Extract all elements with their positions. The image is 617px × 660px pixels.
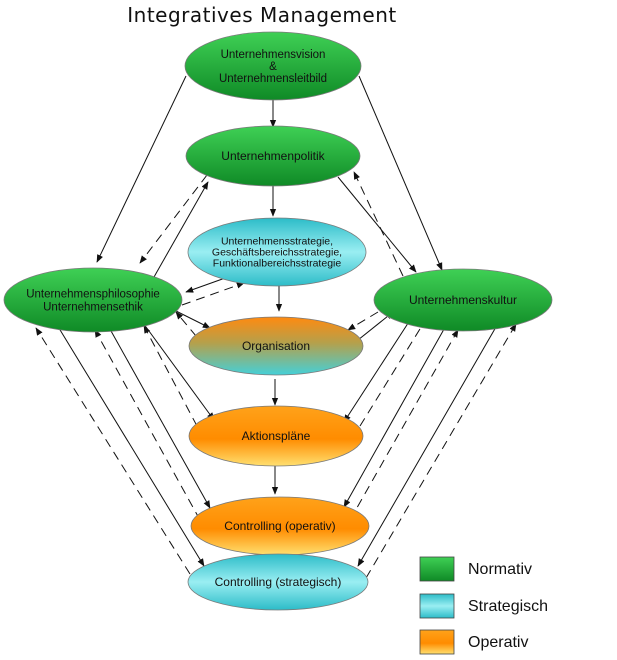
node-label: Unternehmensvision — [221, 49, 326, 61]
node-label: Geschäftsbereichsstrategie, — [212, 247, 342, 259]
arrow-politik-to-philosophie — [139, 174, 208, 264]
node-label: Organisation — [242, 339, 310, 353]
arrow-kultur-to-controlling-operativ — [343, 321, 449, 508]
arrow-philosophie-to-politik — [153, 181, 209, 278]
node-shape — [373, 268, 553, 332]
arrow-philosophie-to-controlling-operativ — [105, 321, 211, 509]
arrow-vision-to-kultur — [358, 75, 443, 271]
node-label: Unternehmenpolitik — [221, 149, 325, 163]
node-strategie: Unternehmensstrategie,Geschäftsbereichss… — [187, 217, 367, 287]
arrow-kultur-to-politik — [353, 171, 404, 277]
node-organisation: Organisation — [188, 316, 364, 376]
node-label: Controlling (strategisch) — [215, 575, 342, 589]
node-aktionsplaene: Aktionspläne — [188, 405, 364, 467]
nodes-layer: Unternehmensvision&UnternehmensleitbildU… — [3, 31, 553, 611]
legend-label-normativ: Normativ — [468, 561, 532, 578]
arrow-philosophie-to-aktionsplaene — [137, 315, 215, 421]
node-label: Unternehmensethik — [43, 302, 143, 314]
arrow-controlling-operativ-to-philosophie — [94, 329, 201, 521]
node-shape — [184, 31, 362, 101]
legend-swatch-strategisch — [419, 593, 455, 619]
arrow-aktionsplaene-to-kultur — [359, 315, 429, 427]
diagram-title: Integratives Management — [127, 3, 396, 27]
arrow-vision-to-philosophie — [96, 75, 187, 263]
node-kultur: Unternehmenskultur — [373, 268, 553, 332]
node-label: Aktionspläne — [242, 429, 311, 443]
node-label: & — [269, 61, 277, 73]
node-label: Unternehmensphilosophie — [26, 289, 160, 301]
node-shape — [188, 316, 364, 376]
arrow-kultur-to-organisation — [347, 311, 379, 331]
arrow-aktionsplaene-to-philosophie — [143, 325, 198, 427]
node-label: Unternehmenskultur — [409, 293, 517, 307]
legend-label-operativ: Operativ — [468, 634, 528, 651]
node-controlling-strategisch: Controlling (strategisch) — [187, 553, 369, 611]
arrow-strategie-to-philosophie — [185, 276, 229, 293]
legend-swatch-normativ — [419, 556, 455, 582]
arrows-layer — [35, 75, 517, 579]
arrow-kultur-to-controlling-strategisch — [357, 319, 501, 567]
node-politik: Unternehmenpolitik — [185, 125, 361, 187]
node-label: Unternehmensstrategie, — [221, 236, 333, 248]
node-label: Controlling (operativ) — [224, 519, 335, 533]
node-controlling-operativ: Controlling (operativ) — [190, 496, 370, 556]
arrow-controlling-operativ-to-kultur — [349, 329, 459, 521]
node-label: Funktionalbereichsstrategie — [213, 258, 342, 270]
node-shape — [187, 553, 369, 611]
node-shape — [188, 405, 364, 467]
node-shape — [185, 125, 361, 187]
legend-label-strategisch: Strategisch — [468, 598, 548, 615]
arrow-controlling-strategisch-to-philosophie — [35, 327, 191, 575]
node-label: Unternehmensleitbild — [219, 73, 327, 85]
node-vision: Unternehmensvision&Unternehmensleitbild — [184, 31, 362, 101]
node-shape — [187, 217, 367, 287]
arrow-philosophie-to-controlling-strategisch — [53, 319, 205, 567]
arrow-kultur-to-aktionsplaene — [343, 313, 415, 423]
node-shape — [3, 267, 183, 333]
arrow-controlling-strategisch-to-kultur — [365, 323, 517, 579]
arrow-philosophie-to-strategie — [181, 282, 245, 306]
legend-swatch-operativ — [419, 629, 455, 655]
arrow-politik-to-kultur — [337, 176, 417, 273]
